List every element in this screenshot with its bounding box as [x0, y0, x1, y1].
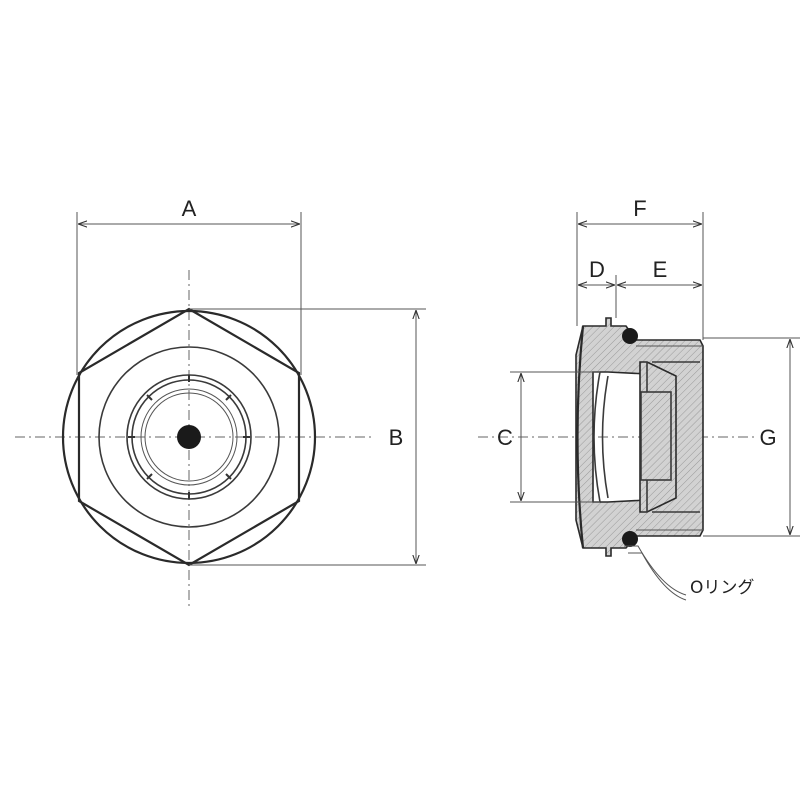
dim-b-label: B	[389, 425, 404, 450]
flange-outer-circle	[61, 309, 317, 565]
window-lens-circle	[144, 392, 234, 482]
dim-d-label: D	[589, 257, 605, 282]
window-cavity-inner	[601, 375, 609, 499]
o-ring-top	[622, 328, 638, 344]
dim-a-label: A	[182, 196, 197, 221]
center-dot	[177, 425, 201, 449]
front-view: A B	[15, 196, 426, 610]
body-front-face	[576, 325, 585, 549]
side-section-view: F D E C G Oリング	[478, 196, 800, 601]
hex-inner-circle	[98, 346, 280, 528]
o-ring-leader	[624, 545, 687, 596]
o-ring-label: Oリング	[690, 578, 754, 598]
dim-g-label: G	[759, 425, 776, 450]
dim-c-label: C	[497, 425, 513, 450]
window-cavity	[593, 371, 601, 503]
window-inner-circle	[140, 388, 238, 486]
o-ring-leader-double	[628, 552, 687, 601]
dim-f-label: F	[633, 196, 646, 221]
window-glass	[640, 391, 672, 481]
dim-e-label: E	[653, 257, 668, 282]
window-ring-lugs	[128, 375, 250, 499]
o-ring-bottom	[622, 531, 638, 547]
